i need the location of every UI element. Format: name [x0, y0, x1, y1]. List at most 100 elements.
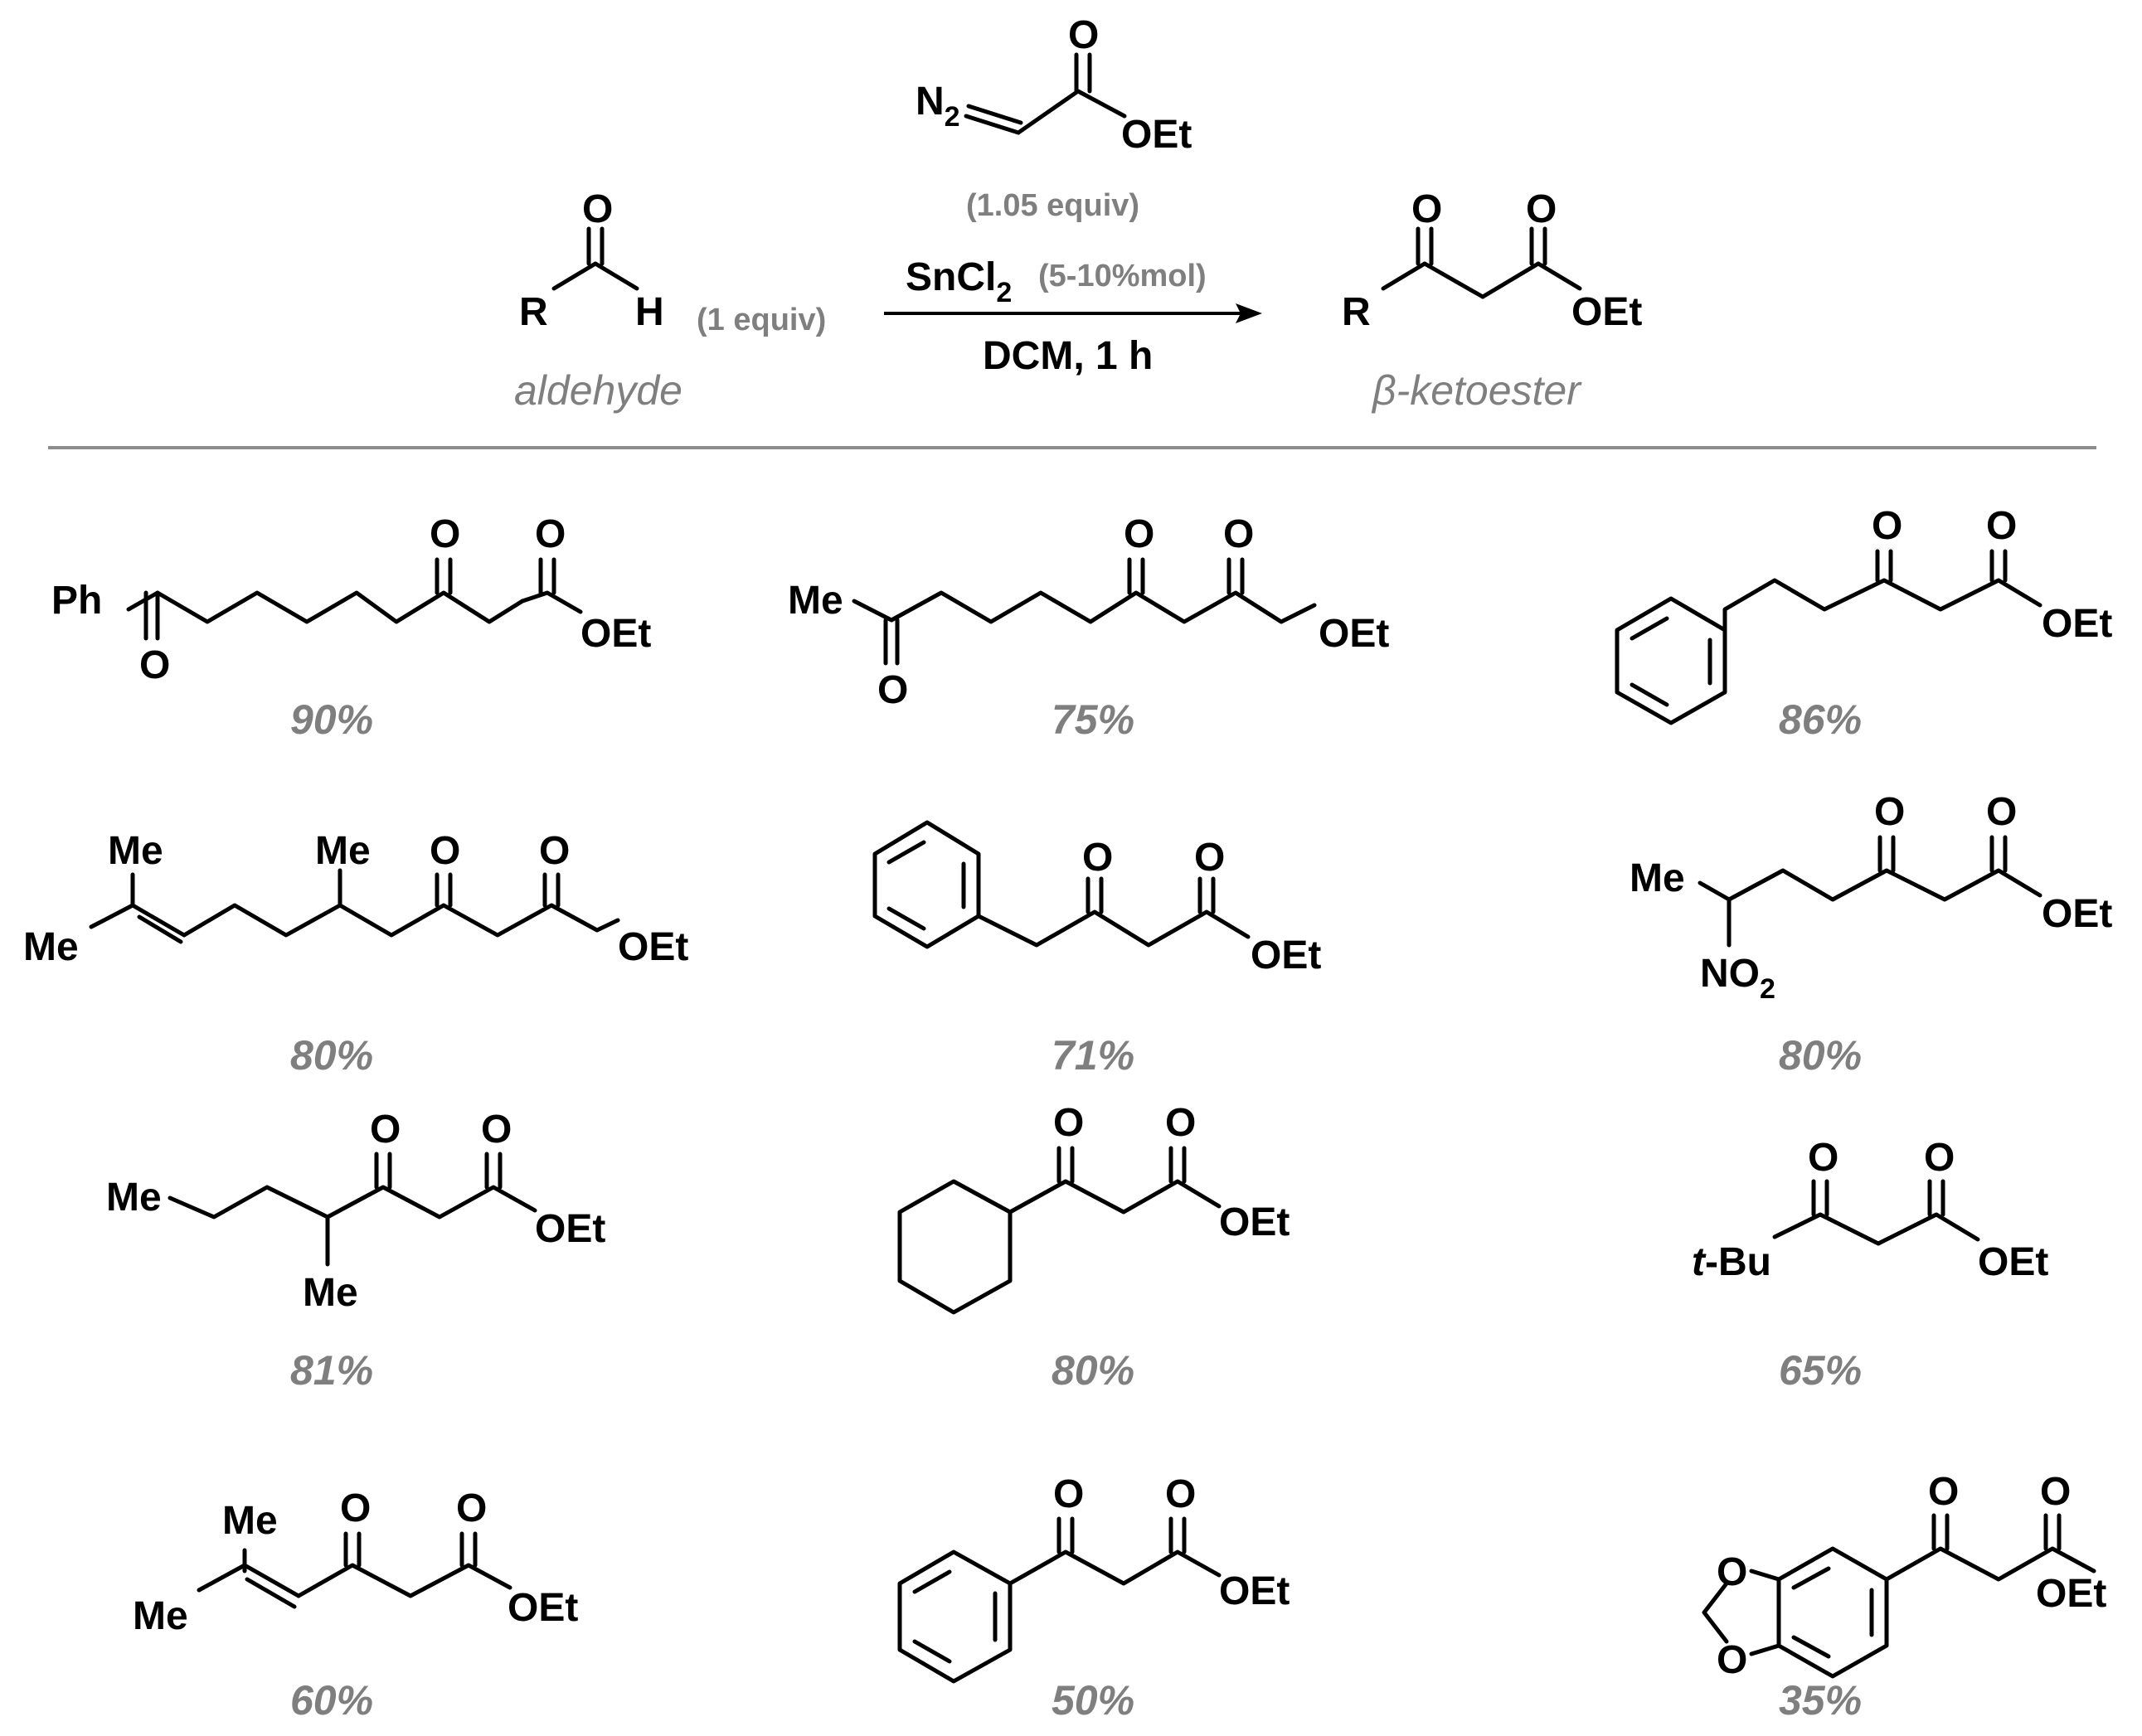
aldehyde-structure: O R H (1 equiv) aldehyde	[514, 187, 826, 414]
compound-9: t-Bu O O OEt 65%	[1692, 1136, 2048, 1394]
aldehyde-equiv: (1 equiv)	[697, 303, 826, 337]
c3-o1: O	[1872, 504, 1902, 548]
c4-o1: O	[430, 829, 460, 873]
yield-3: 86%	[1779, 696, 1862, 743]
c1-o2: O	[430, 512, 460, 556]
yield-10: 60%	[290, 1677, 373, 1724]
c1-oet: OEt	[580, 612, 651, 656]
c3-o2: O	[1986, 504, 2017, 548]
c8-oet: OEt	[1219, 1200, 1290, 1244]
compound-3: O O OEt 86%	[1615, 504, 2112, 743]
product-caption: β-ketoester	[1371, 367, 1582, 414]
c11-o2: O	[1165, 1472, 1196, 1516]
compound-12: O O O O OEt 35%	[1702, 1470, 2106, 1724]
diazo-bond-double	[966, 104, 1023, 125]
c6-o1: O	[1874, 790, 1905, 834]
reagent-oet: OEt	[1121, 113, 1192, 157]
c11-oet: OEt	[1219, 1569, 1290, 1613]
c6-oet: OEt	[2042, 892, 2112, 936]
catalyst-label: SnCl2	[906, 255, 1012, 308]
compound-7: Me Me O O OEt 81%	[106, 1108, 605, 1394]
c6-o2: O	[1986, 790, 2017, 834]
c5-oet: OEt	[1251, 933, 1321, 977]
c12-o-ring2: O	[1717, 1638, 1747, 1682]
c2-o2: O	[1124, 512, 1154, 556]
c9-tbu: t-Bu	[1692, 1240, 1771, 1284]
product-ketone-o: O	[1411, 187, 1442, 231]
conditions-label: DCM, 1 h	[983, 334, 1153, 378]
c8-o1: O	[1053, 1101, 1084, 1145]
c5-o2: O	[1194, 836, 1225, 880]
c10-me1: Me	[222, 1499, 278, 1543]
c10-oet: OEt	[508, 1586, 578, 1630]
c11-o1: O	[1053, 1472, 1084, 1516]
c12-o1: O	[1928, 1470, 1959, 1514]
c12-o-ring1: O	[1717, 1550, 1747, 1594]
c4-me3: Me	[315, 829, 371, 873]
product-r: R	[1342, 290, 1371, 334]
aldehyde-o: O	[582, 187, 613, 231]
c9-o2: O	[1924, 1136, 1955, 1180]
yield-11: 50%	[1052, 1677, 1134, 1724]
c9-o1: O	[1808, 1136, 1838, 1180]
c1-o3: O	[535, 512, 566, 556]
compound-4: Me Me Me O O OEt 80%	[23, 829, 688, 1079]
catalyst-text: SnCl2 (5-10%mol)	[906, 255, 1207, 308]
product-oet: OEt	[1571, 290, 1642, 334]
c6-no2: NO2	[1700, 952, 1775, 1005]
yield-9: 65%	[1779, 1347, 1862, 1394]
c7-me2: Me	[303, 1271, 358, 1315]
c6-me: Me	[1630, 856, 1685, 900]
c2-me: Me	[788, 579, 843, 623]
diazo-n2-label: N2	[916, 80, 960, 133]
c12-oet: OEt	[2036, 1572, 2106, 1616]
c7-oet: OEt	[535, 1207, 605, 1251]
c4-o2: O	[539, 829, 570, 873]
c2-o3: O	[1223, 512, 1254, 556]
reagent-carbonyl-o: O	[1068, 13, 1099, 57]
c4-oet: OEt	[618, 925, 688, 969]
c1-o1: O	[139, 643, 170, 687]
aldehyde-caption: aldehyde	[514, 367, 682, 414]
diazo-bond	[964, 114, 1021, 135]
c4-me1: Me	[108, 829, 163, 873]
yield-7: 81%	[290, 1347, 373, 1394]
compound-8: O O OEt 80%	[897, 1101, 1290, 1394]
c7-o1: O	[370, 1108, 401, 1152]
c5-o1: O	[1082, 836, 1113, 880]
compound-5: O O OEt 71%	[872, 820, 1321, 1079]
reaction-arrow	[884, 303, 1262, 323]
c4-me2: Me	[23, 925, 79, 969]
yield-8: 80%	[1052, 1347, 1134, 1394]
c2-oet: OEt	[1319, 612, 1389, 656]
yield-4: 80%	[290, 1032, 373, 1079]
compound-11: O O OEt 50%	[897, 1472, 1290, 1724]
yield-1: 90%	[290, 696, 373, 743]
product-ester-o: O	[1526, 187, 1557, 231]
yield-5: 71%	[1052, 1032, 1134, 1079]
c7-o2: O	[481, 1108, 512, 1152]
yield-12: 35%	[1779, 1677, 1862, 1724]
compound-1: Ph O O O OEt 90%	[51, 512, 651, 743]
compound-2: Me O O O OEt 75%	[788, 512, 1389, 743]
ketoester-structure: O O R OEt β-ketoester	[1342, 187, 1642, 414]
aldehyde-r: R	[519, 290, 548, 334]
c3-oet: OEt	[2042, 602, 2112, 646]
compound-6: Me NO2 O O OEt 80%	[1630, 790, 2112, 1079]
c10-o2: O	[456, 1486, 487, 1530]
c10-o1: O	[340, 1486, 371, 1530]
reagent-equiv: (1.05 equiv)	[966, 188, 1139, 223]
c8-o2: O	[1165, 1101, 1196, 1145]
compound-10: Me Me O O OEt 60%	[133, 1486, 578, 1724]
yield-2: 75%	[1052, 696, 1134, 743]
diazo-reagent: N2 O OEt (1.05 equiv)	[916, 13, 1192, 223]
c7-me1: Me	[106, 1176, 162, 1220]
c10-me2: Me	[133, 1594, 188, 1638]
c12-o2: O	[2040, 1470, 2071, 1514]
catalyst-loading: (5-10%mol)	[1038, 259, 1207, 293]
c1-ph: Ph	[51, 579, 102, 623]
aldehyde-h: H	[635, 290, 664, 334]
c9-oet: OEt	[1978, 1240, 2048, 1284]
